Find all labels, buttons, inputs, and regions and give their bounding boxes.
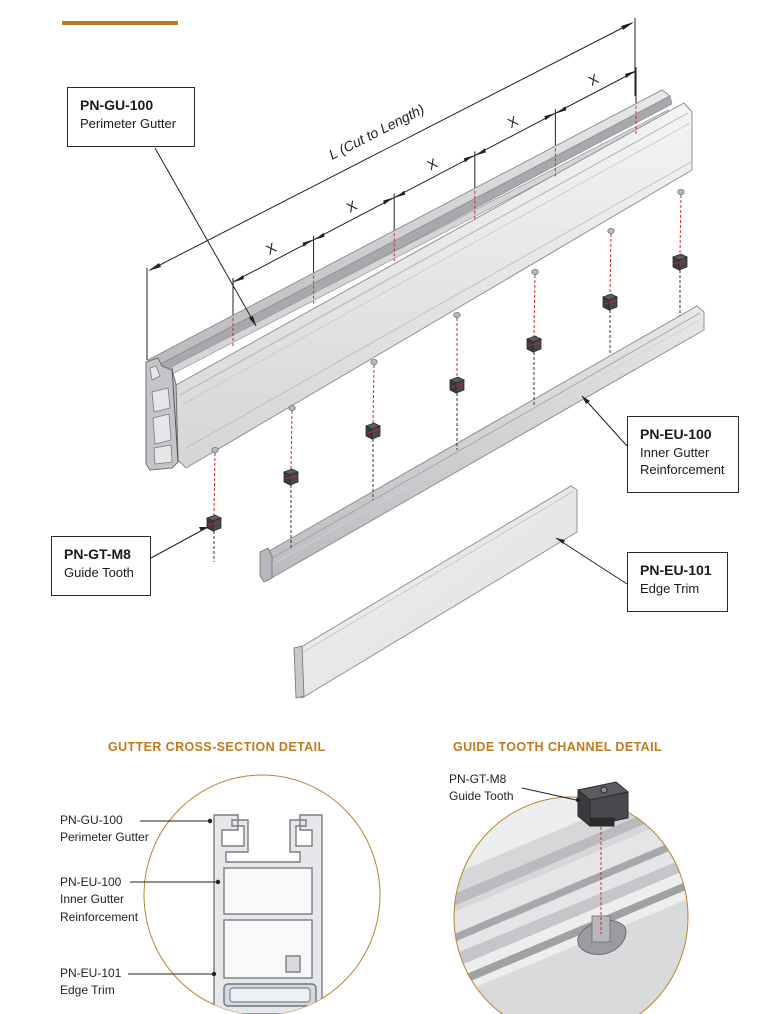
guide-teeth-group [206,188,688,562]
guide-tooth [672,253,688,271]
spacing-arrowhead [463,155,474,163]
cross-section-label-gutter: PN-GU-100 Perimeter Gutter [60,812,149,847]
callout-leaders [150,147,628,585]
label-description: Guide Tooth [449,789,514,804]
callout-part-number: PN-EU-101 [640,562,712,578]
spacing-label: X [505,112,521,131]
label-part-number: PN-GU-100 [60,813,123,827]
label-description-line1: Inner Gutter [60,892,125,907]
tooth-alignment-line [609,233,612,295]
callout-part-number: PN-EU-100 [640,426,712,442]
guide-tooth [206,514,222,532]
spacing-label: X [424,154,440,173]
mounting-hole [531,268,539,275]
mounting-hole [677,188,685,195]
guide-tooth [526,335,542,353]
length-dimension [146,18,636,360]
guide-tooth [602,293,618,311]
mounting-hole [453,311,461,318]
callout-part-number: PN-GT-M8 [64,546,131,562]
tooth-alignment-line [679,194,682,255]
cross-section-label-reinforcement: PN-EU-100 Inner Gutter Reinforcement [60,874,138,926]
channel-detail-title: GUIDE TOOTH CHANNEL DETAIL [453,740,663,754]
spacing-arrowhead [314,232,325,240]
spacing-dimension-chain: X X X X X [232,67,637,330]
cross-section-detail-drawing [128,774,381,1014]
mounting-hole [607,227,615,234]
label-part-number: PN-EU-100 [60,875,122,889]
length-dimension-label: L (Cut to Length) [326,101,427,163]
tooth-alignment-line [372,364,375,424]
spacing-arrowhead [475,148,486,156]
label-description: Edge Trim [60,983,115,998]
tooth-alignment-line [533,274,536,337]
spacing-arrowhead [383,197,394,205]
label-part-number: PN-GT-M8 [449,772,507,786]
inner-gutter-reinforcement-part [259,305,705,583]
label-description: Perimeter Gutter [60,830,149,845]
label-description-line2: Reinforcement [60,909,139,924]
label-part-number: PN-EU-101 [60,966,122,980]
mounting-hole [288,404,296,411]
tooth-alignment-line [213,452,216,516]
tooth-alignment-line [290,410,293,470]
spacing-arrowhead [302,239,313,247]
cross-section-title: GUTTER CROSS-SECTION DETAIL [108,740,326,754]
header-accent-bar [62,21,178,25]
guide-tooth [283,468,299,486]
edge-trim-part [293,485,578,699]
spacing-arrowhead [395,190,406,198]
callout-guide-tooth: PN-GT-M8 Guide Tooth [51,536,151,596]
callout-description: Guide Tooth [64,564,134,580]
callout-edge-trim: PN-EU-101 Edge Trim [627,552,728,612]
callout-part-number: PN-GU-100 [80,97,154,113]
mounting-hole [211,446,219,453]
mounting-hole [370,358,378,365]
perimeter-gutter-extrusion [145,89,693,471]
callout-description-line2: Reinforcement [640,462,725,478]
spacing-dimension-line [232,70,637,283]
spacing-label: X [344,197,360,216]
spacing-label: X [263,239,279,258]
spacing-arrowhead [234,275,244,282]
spacing-label: X [586,70,602,89]
callout-perimeter-gutter: PN-GU-100 Perimeter Gutter [67,87,195,147]
spacing-arrowhead [544,113,555,121]
callout-inner-gutter-reinforcement: PN-EU-100 Inner Gutter Reinforcement [627,416,739,493]
guide-tooth [449,376,465,394]
guide-tooth [365,422,381,440]
cross-section-label-edge-trim: PN-EU-101 Edge Trim [60,965,121,1000]
channel-detail-drawing [453,781,689,1014]
callout-description: Perimeter Gutter [80,115,177,131]
callout-description: Edge Trim [640,580,700,596]
callout-description-line1: Inner Gutter [640,444,710,460]
spacing-arrowhead [556,106,567,114]
channel-detail-label: PN-GT-M8 Guide Tooth [449,771,514,806]
spacing-arrowhead [625,71,635,78]
